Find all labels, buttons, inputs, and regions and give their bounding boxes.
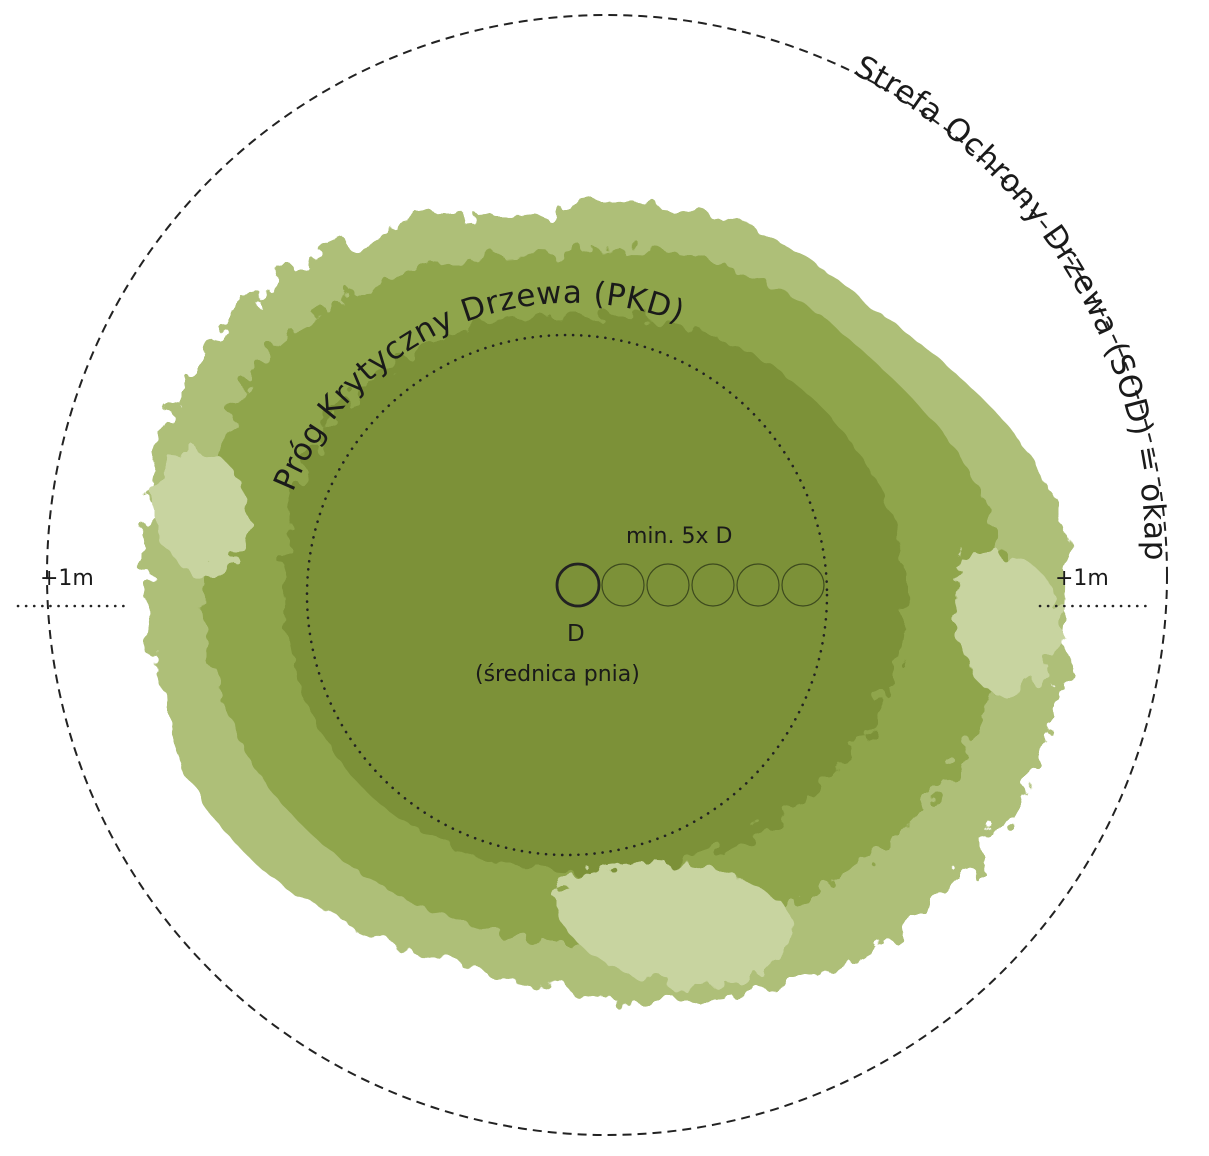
margin-left-label: +1m	[40, 566, 94, 591]
tree-canopy	[144, 202, 1071, 1003]
sod-boundary-circle	[46, 14, 1168, 1136]
trunk-multiple-circle	[646, 563, 690, 607]
canopy-pale-patch-bottom	[554, 862, 792, 986]
canopy-pale-patch-left	[154, 452, 248, 576]
spacing-label: min. 5x D	[626, 524, 732, 549]
canopy-pale-patch-right	[954, 552, 1061, 692]
trunk-label: D	[567, 621, 585, 647]
trunk-multiple-circle	[781, 563, 825, 607]
margin-right-label: +1m	[1055, 566, 1109, 591]
trunk-circle	[555, 562, 601, 608]
trunk-multiple-circle	[691, 563, 735, 607]
trunk-caption: (średnica pnia)	[475, 662, 640, 687]
trunk-multiple-circle	[736, 563, 780, 607]
canopy-dark-layer	[284, 314, 906, 872]
pkd-boundary-circle	[305, 333, 829, 857]
trunk-multiple-circle	[601, 563, 645, 607]
trunk-diameter-row	[555, 562, 825, 608]
